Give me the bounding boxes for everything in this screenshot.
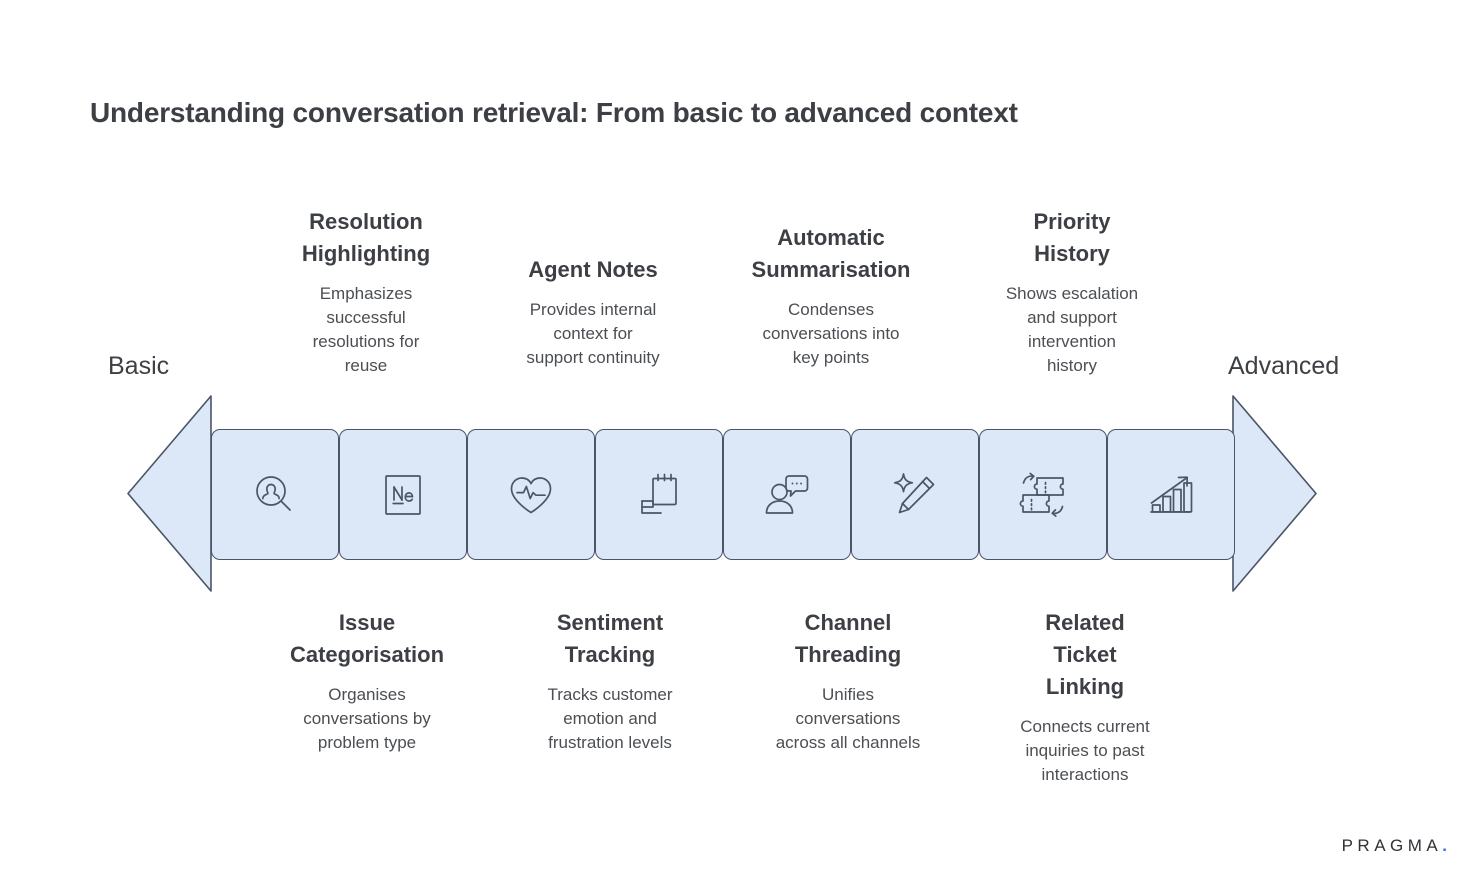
feature-label-issue-categorisation: Issue Categorisation Organises conversat…: [270, 607, 464, 755]
feature-description: Provides internal context for support co…: [526, 299, 660, 368]
stage-cell-6[interactable]: [851, 429, 979, 560]
feature-label-sentiment-tracking: Sentiment Tracking Tracks customer emoti…: [512, 607, 708, 755]
stage-cell-7[interactable]: [979, 429, 1107, 560]
notepad-flag-icon: [631, 467, 687, 523]
feature-label-automatic-summarisation: Automatic Summarisation Condenses conver…: [726, 222, 936, 370]
linked-tickets-icon: [1015, 467, 1071, 523]
stage-cell-5[interactable]: [723, 429, 851, 560]
brand-logo: PRAGMA.: [1342, 836, 1447, 856]
stage-cell-4[interactable]: [595, 429, 723, 560]
brand-name: PRAGMA: [1341, 836, 1443, 855]
feature-title: Priority History: [1033, 209, 1111, 266]
stage-cell-1[interactable]: [211, 429, 339, 560]
feature-description: Tracks customer emotion and frustration …: [547, 684, 673, 753]
user-search-icon: [247, 467, 303, 523]
stage-cell-2[interactable]: [339, 429, 467, 560]
person-speech-bubble-icon: [759, 467, 815, 523]
heart-pulse-icon: [503, 467, 559, 523]
feature-description: Shows escalation and support interventio…: [1005, 283, 1139, 376]
brand-dot: .: [1442, 836, 1447, 855]
feature-description: Condenses conversations into key points: [762, 299, 900, 368]
stage-cell-3[interactable]: [467, 429, 595, 560]
feature-title: Sentiment Tracking: [556, 610, 664, 667]
left-arrow-head: [127, 395, 212, 592]
feature-label-resolution-highlighting: Resolution Highlighting Emphasizes succe…: [272, 206, 460, 378]
feature-description: Organises conversations by problem type: [303, 684, 431, 753]
feature-description: Connects current inquiries to past inter…: [1020, 716, 1150, 784]
feature-title: Agent Notes: [528, 257, 658, 282]
feature-title: Related Ticket Linking: [1045, 610, 1125, 699]
page-title: Understanding conversation retrieval: Fr…: [90, 97, 1018, 128]
feature-label-priority-history: Priority History Shows escalation and su…: [976, 206, 1168, 378]
feature-label-agent-notes: Agent Notes Provides internal context fo…: [494, 254, 692, 370]
feature-title: Issue Categorisation: [289, 610, 445, 667]
scale-label-advanced: Advanced: [1228, 352, 1340, 380]
stage-cell-8[interactable]: [1107, 429, 1235, 560]
notes-box-icon: [375, 467, 431, 523]
feature-title: Automatic Summarisation: [751, 225, 911, 282]
right-arrow-head: [1232, 395, 1317, 592]
feature-description: Emphasizes successful resolutions for re…: [312, 283, 420, 376]
feature-label-related-ticket-linking: Related Ticket Linking Connects current …: [988, 607, 1182, 787]
scale-label-basic: Basic: [108, 352, 170, 380]
feature-description: Unifies conversations across all channel…: [775, 684, 921, 753]
growth-chart-icon: [1143, 467, 1199, 523]
feature-title: Resolution Highlighting: [301, 209, 431, 266]
sparkle-pencil-icon: [887, 467, 943, 523]
feature-title: Channel Threading: [794, 610, 902, 667]
feature-label-channel-threading: Channel Threading Unifies conversations …: [750, 607, 946, 755]
